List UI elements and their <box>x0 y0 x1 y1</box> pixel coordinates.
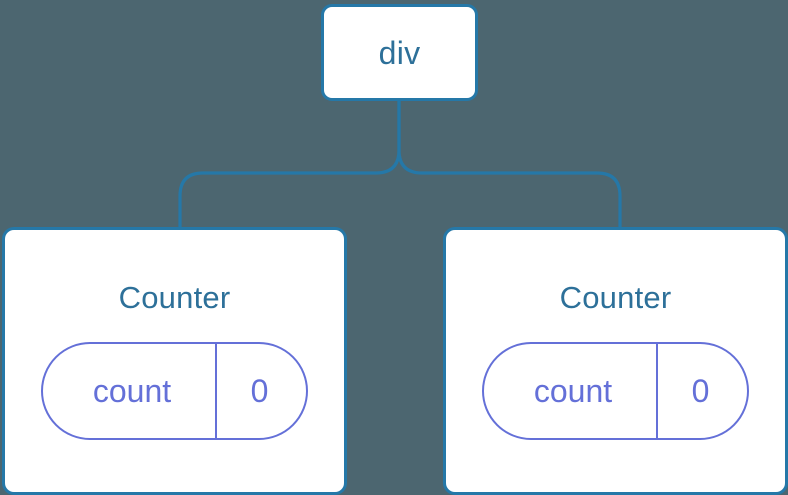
state-value-left: 0 <box>250 373 269 409</box>
node-counter-right-title: Counter <box>559 280 672 315</box>
state-key-right: count <box>484 344 658 438</box>
node-counter-left-title: Counter <box>118 280 231 315</box>
state-pill-right[interactable]: count 0 <box>482 342 749 440</box>
node-counter-right[interactable]: Counter count 0 <box>443 227 788 495</box>
state-value-right: 0 <box>691 373 710 409</box>
state-pill-left[interactable]: count 0 <box>41 342 308 440</box>
node-div[interactable]: div <box>321 4 478 101</box>
connector-right-branch <box>397 98 622 234</box>
node-div-label: div <box>378 34 421 71</box>
node-counter-left[interactable]: Counter count 0 <box>2 227 347 495</box>
connector-left-branch <box>178 98 401 234</box>
state-key-left: count <box>43 344 217 438</box>
